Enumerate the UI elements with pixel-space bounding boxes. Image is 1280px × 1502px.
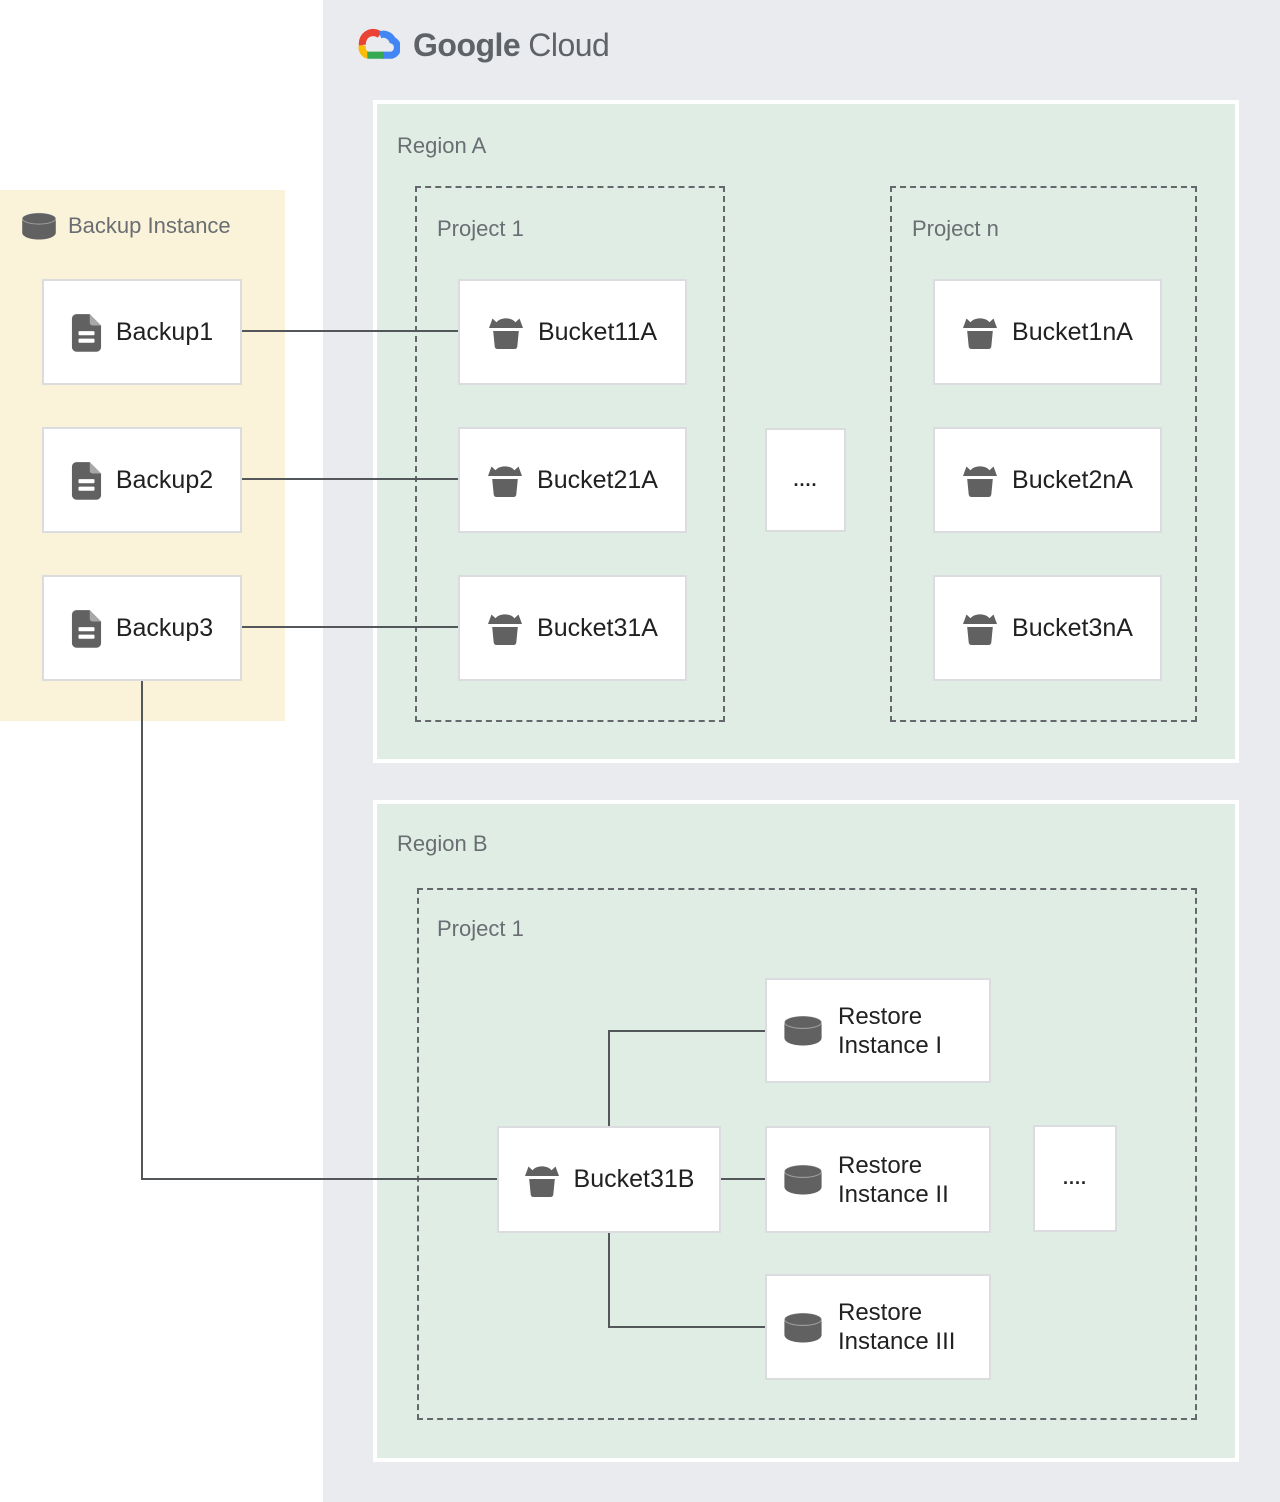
region-a-ellipsis-node: ....	[765, 428, 846, 532]
region-b-ellipsis-node: ....	[1033, 1125, 1117, 1232]
restore-instance-1-label: Restore Instance I	[838, 1002, 943, 1059]
bucket11a-label: Bucket11A	[537, 317, 658, 346]
connector-bucket31b-restore2	[721, 1178, 765, 1180]
restore-instance-3-node: Restore Instance III	[765, 1274, 991, 1380]
bucket-icon	[487, 610, 523, 646]
bucket2na-label: Bucket2nA	[1012, 465, 1133, 494]
bucket-icon	[962, 314, 998, 350]
database-icon	[782, 1015, 824, 1046]
backup2-node: Backup2	[42, 427, 242, 533]
bucket-icon	[487, 462, 523, 498]
bucket-icon	[962, 462, 998, 498]
logo-word-cloud: Cloud	[528, 27, 610, 63]
logo-word-google: Google	[413, 27, 521, 63]
bucket1na-node: Bucket1nA	[933, 279, 1162, 385]
backup1-node: Backup1	[42, 279, 242, 385]
restore-instance-3-label: Restore Instance III	[838, 1299, 956, 1355]
connector-backup3-bucket31b-vertical	[141, 681, 143, 1179]
region-b-project-1-label: Project 1	[437, 916, 524, 941]
backup-instance-legend-label: Backup Instance	[68, 213, 231, 238]
bucket21a-label: Bucket21A	[537, 465, 658, 494]
connector-backup3-bucket31a	[242, 626, 458, 628]
database-icon	[782, 1312, 824, 1343]
bucket3na-label: Bucket3nA	[1012, 613, 1133, 642]
restore-instance-2-node: Restore Instance II	[765, 1126, 991, 1233]
bucket-icon	[524, 1162, 560, 1198]
region-b-project-1	[417, 888, 1197, 1420]
bucket31b-label: Bucket31B	[573, 1165, 695, 1193]
connector-backup3-bucket31b-horizontal	[141, 1178, 497, 1180]
connector-backup2-bucket21a	[242, 478, 458, 480]
region-a-ellipsis: ....	[793, 469, 818, 490]
connector-bucket31b-restore3-vertical	[608, 1233, 610, 1328]
bucket1na-label: Bucket1nA	[1012, 317, 1133, 346]
region-b-label: Region B	[397, 831, 488, 856]
backup-instance-legend: Backup Instance	[20, 212, 231, 240]
region-a-project-1	[415, 186, 725, 722]
connector-backup1-bucket11a	[242, 330, 458, 332]
document-icon	[71, 313, 102, 352]
document-icon	[71, 609, 102, 648]
database-icon	[782, 1164, 824, 1195]
bucket-icon	[962, 610, 998, 646]
bucket31a-label: Bucket31A	[537, 613, 658, 642]
bucket11a-node: Bucket11A	[458, 279, 687, 385]
backup3-node: Backup3	[42, 575, 242, 681]
restore-instance-2-label: Restore Instance II	[838, 1151, 949, 1208]
restore-instance-1-node: Restore Instance I	[765, 978, 991, 1083]
backup1-label: Backup1	[115, 317, 214, 346]
region-b-ellipsis: ....	[1062, 1168, 1087, 1188]
connector-bucket31b-restore3-horizontal	[608, 1326, 765, 1328]
backup3-label: Backup3	[115, 613, 214, 642]
database-icon	[20, 212, 58, 240]
region-a-label: Region A	[397, 133, 487, 158]
bucket31b-node: Bucket31B	[497, 1126, 721, 1233]
bucket2na-node: Bucket2nA	[933, 427, 1162, 533]
region-a-project-n	[890, 186, 1197, 722]
bucket31a-node: Bucket31A	[458, 575, 687, 681]
google-cloud-logo-icon	[353, 28, 400, 63]
document-icon	[71, 461, 102, 500]
backup2-label: Backup2	[115, 465, 214, 494]
region-a-project-n-label: Project n	[912, 216, 999, 241]
region-a-project-1-label: Project 1	[437, 216, 524, 241]
bucket21a-node: Bucket21A	[458, 427, 687, 533]
bucket-icon	[488, 314, 524, 350]
bucket3na-node: Bucket3nA	[933, 575, 1162, 681]
connector-bucket31b-restore1-horizontal	[608, 1030, 765, 1032]
connector-bucket31b-restore1-vertical	[608, 1030, 610, 1126]
